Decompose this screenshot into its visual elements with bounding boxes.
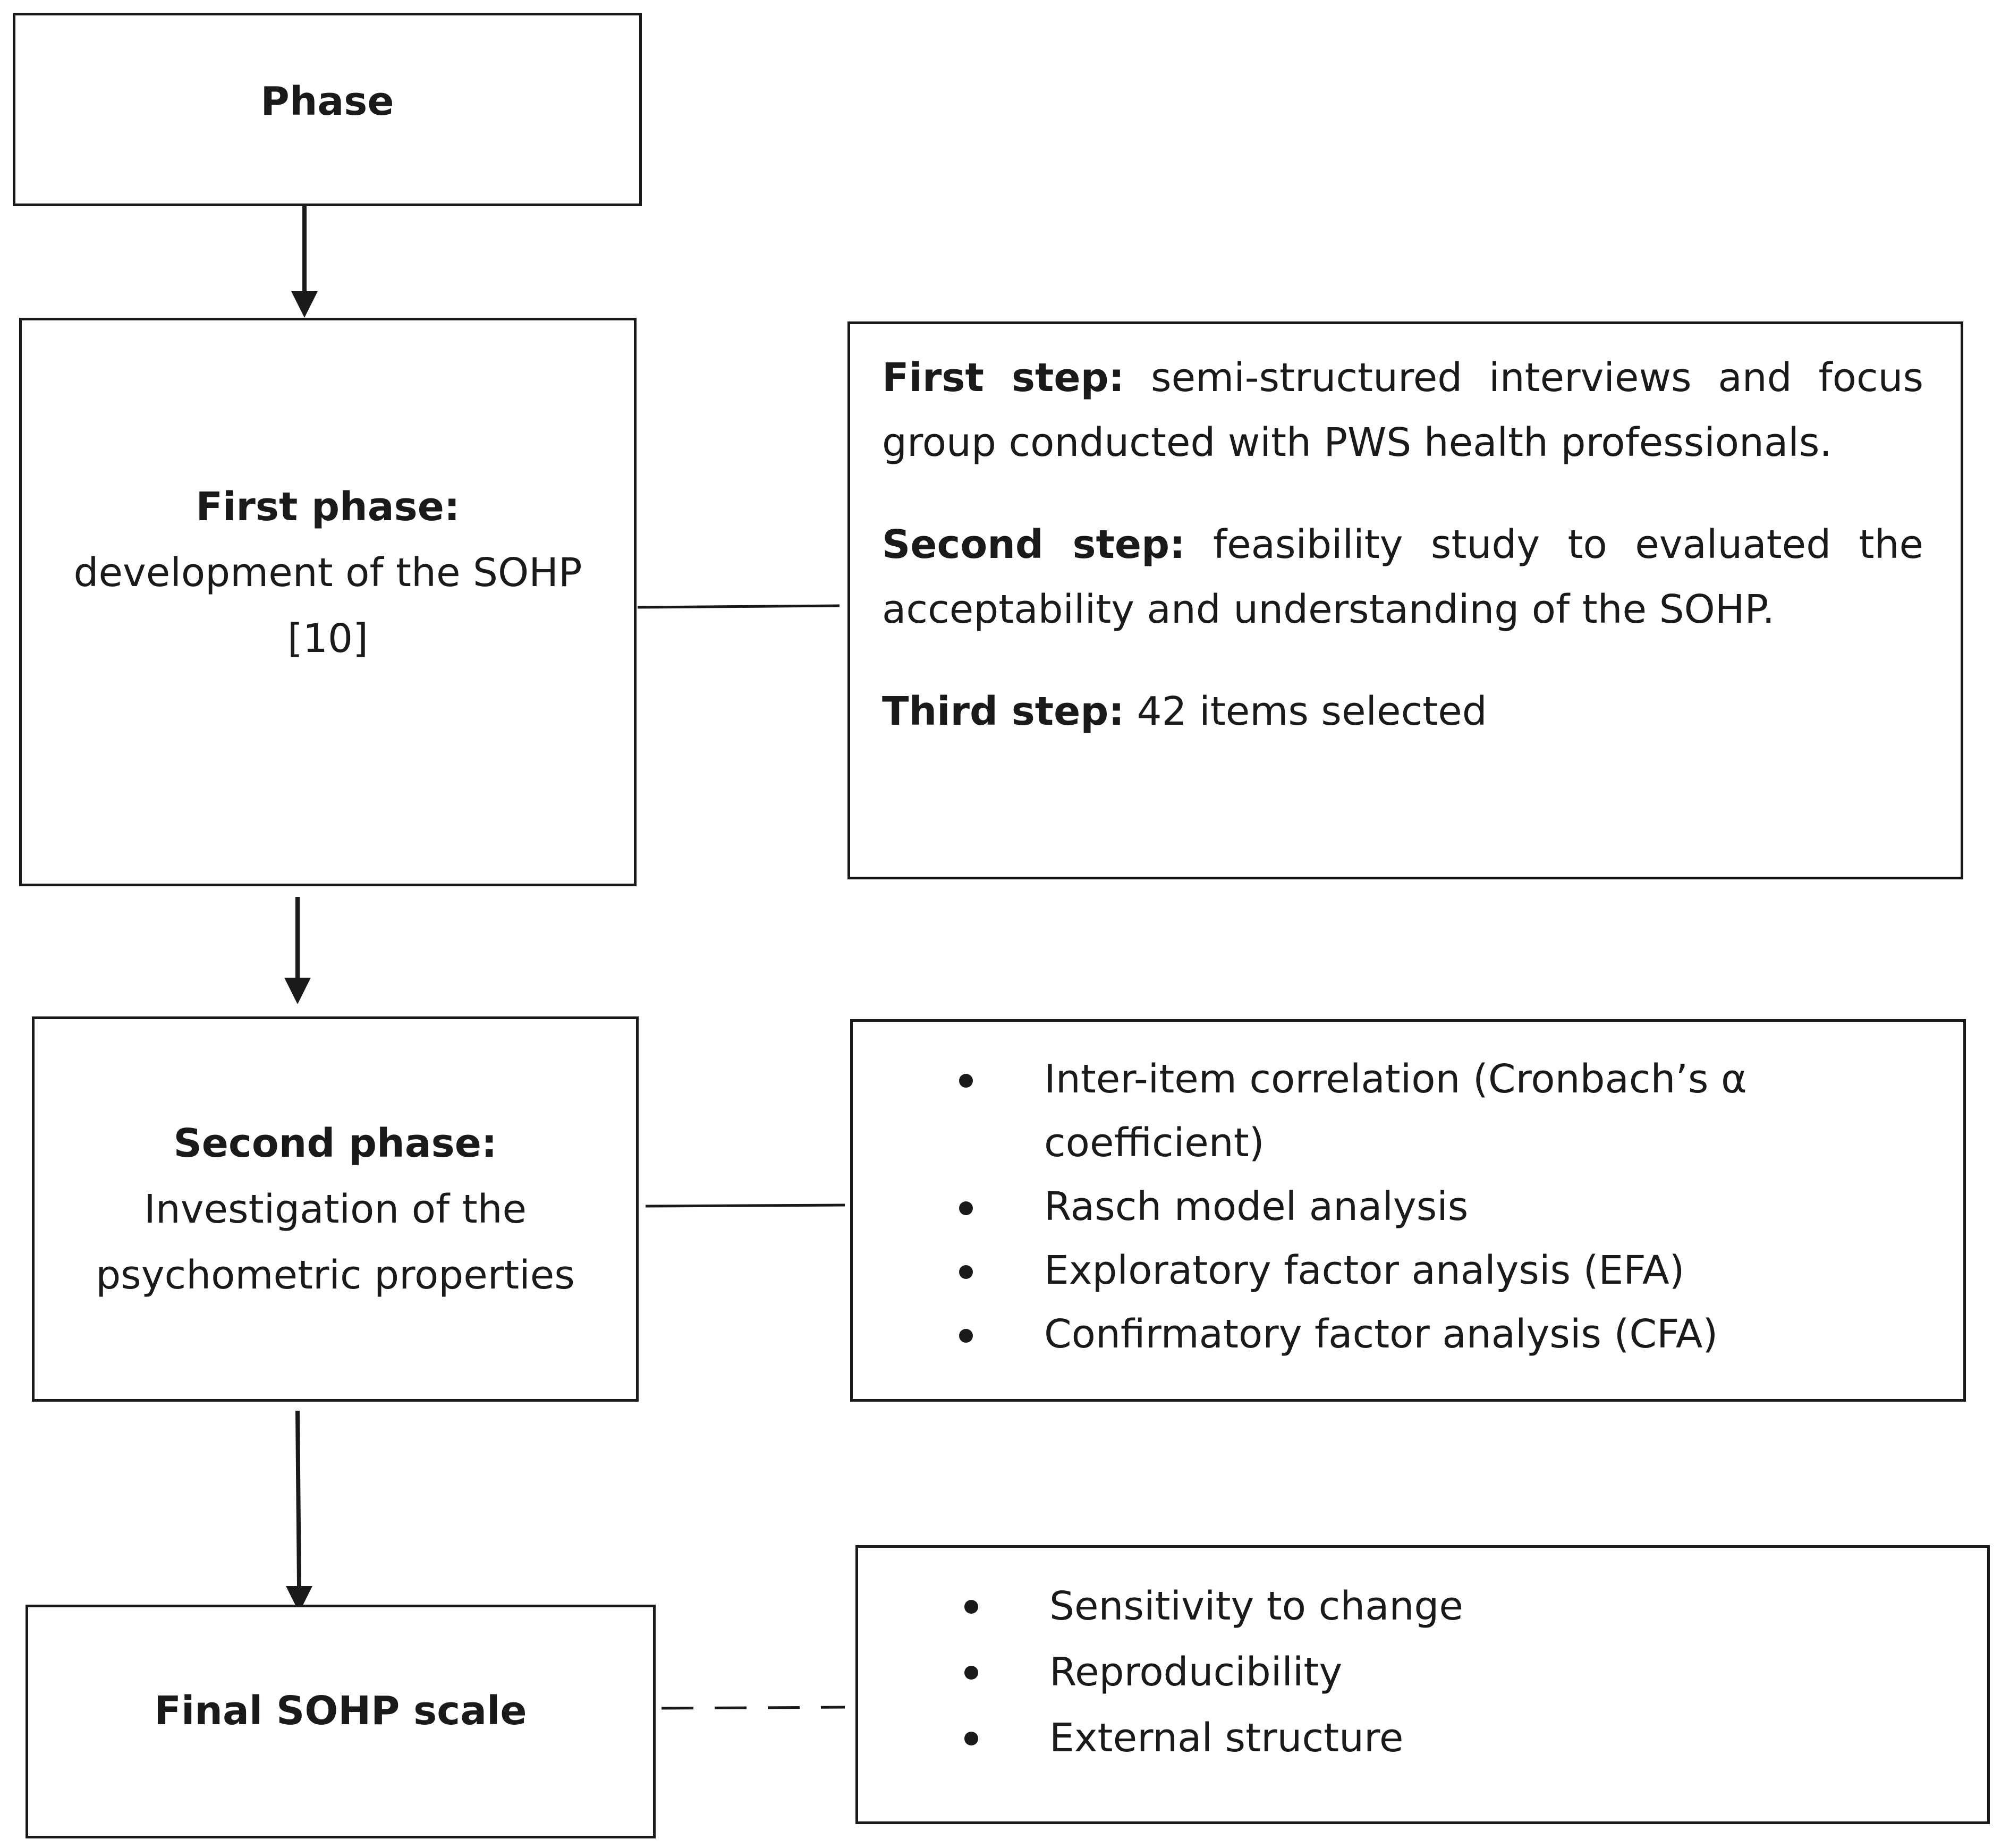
final-items-box: Sensitivity to change Reproducibility Ex…	[855, 1545, 1990, 1824]
bullet-icon	[964, 1732, 978, 1745]
connector-second-phase	[645, 1203, 845, 1208]
item-text: Inter-item correlation (Cronbach’s α coe…	[1044, 1056, 1747, 1166]
arrowhead-second-to-final	[286, 1586, 312, 1613]
list-item: Reproducibility	[858, 1639, 1987, 1705]
bullet-icon	[959, 1201, 973, 1215]
step-1: First step: semi-structured interviews a…	[882, 345, 1923, 475]
bullet-icon	[959, 1265, 973, 1279]
phase-header-box: Phase	[13, 13, 642, 206]
bullet-icon	[964, 1666, 978, 1680]
list-item: Confirmatory factor analysis (CFA)	[853, 1302, 1884, 1366]
item-text: Rasch model analysis	[1044, 1184, 1469, 1230]
arrowhead-phase-to-first	[291, 291, 318, 318]
first-phase-text: First phase: development of the SOHP [10…	[62, 474, 593, 672]
list-item: Exploratory factor analysis (EFA)	[853, 1239, 1884, 1302]
bullet-icon	[964, 1600, 978, 1614]
final-items: Sensitivity to change Reproducibility Ex…	[858, 1573, 1987, 1771]
step-3-text: 42 items selected	[1137, 689, 1487, 734]
connector-first-phase	[637, 604, 840, 609]
bullet-icon	[959, 1074, 973, 1088]
phase-header-label: Phase	[260, 79, 394, 124]
item-text: Exploratory factor analysis (EFA)	[1044, 1248, 1685, 1293]
second-phase-items: Inter-item correlation (Cronbach’s α coe…	[853, 1047, 1963, 1366]
first-phase-title: First phase:	[196, 484, 460, 530]
item-text: Reproducibility	[1049, 1649, 1343, 1695]
bullet-icon	[959, 1329, 973, 1343]
list-item: Rasch model analysis	[853, 1175, 1884, 1239]
first-phase-description: development of the SOHP [10]	[73, 550, 582, 662]
list-item: Sensitivity to change	[858, 1573, 1987, 1639]
item-text: Confirmatory factor analysis (CFA)	[1044, 1311, 1718, 1357]
list-item: Inter-item correlation (Cronbach’s α coe…	[853, 1047, 1884, 1175]
step-2: Second step: feasibility study to evalua…	[882, 512, 1923, 642]
item-text: External structure	[1049, 1715, 1404, 1761]
step-3-label: Third step:	[882, 689, 1124, 734]
final-scale-title: Final SOHP scale	[154, 1688, 527, 1734]
arrowhead-first-to-second	[284, 978, 311, 1004]
step-1-label: First step:	[882, 355, 1125, 401]
final-scale-box: Final SOHP scale	[26, 1605, 656, 1838]
step-2-text: feasibility study to evaluated the accep…	[882, 522, 1924, 632]
step-2-label: Second step:	[882, 522, 1185, 567]
arrow-second-to-final	[295, 1410, 301, 1587]
first-phase-box: First phase: development of the SOHP [10…	[19, 318, 637, 886]
second-phase-description: Investigation of the psychometric proper…	[96, 1186, 575, 1298]
step-3: Third step: 42 items selected	[882, 679, 1923, 744]
second-phase-title: Second phase:	[173, 1120, 497, 1166]
second-phase-box: Second phase: Investigation of the psych…	[32, 1016, 639, 1402]
second-phase-items-box: Inter-item correlation (Cronbach’s α coe…	[850, 1019, 1966, 1402]
second-phase-text: Second phase: Investigation of the psych…	[59, 1111, 612, 1308]
list-item: External structure	[858, 1705, 1987, 1771]
connector-final-dashed	[661, 1706, 845, 1710]
first-phase-steps-box: First step: semi-structured interviews a…	[847, 321, 1963, 879]
step-1-text: semi-structured interviews and focus gro…	[882, 355, 1924, 465]
item-text: Sensitivity to change	[1049, 1583, 1463, 1629]
